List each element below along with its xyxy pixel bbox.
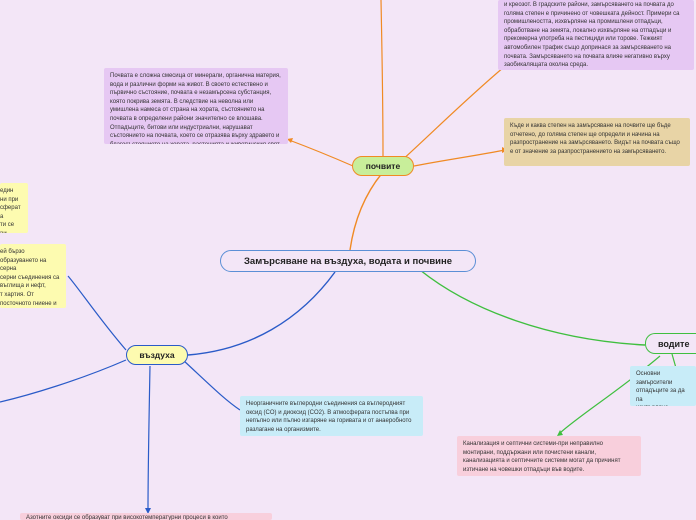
note-soil-top: и креозот. В градските райони, замърсява… bbox=[498, 0, 694, 70]
connector-air-left-mid bbox=[67, 275, 127, 351]
connector-soil-right bbox=[413, 149, 506, 167]
note-water-right: Основни замърсители отпадъците за да па … bbox=[630, 366, 696, 406]
connector-soil-top bbox=[380, 0, 384, 158]
note-air-bottom: Азотните оксиди се образуват при високот… bbox=[20, 513, 272, 520]
connector-water-right bbox=[671, 353, 677, 369]
connector-air-bottom bbox=[147, 365, 151, 511]
note-air-right: Неорганичните въглеродни съединения са в… bbox=[240, 396, 423, 436]
connector-central-air bbox=[187, 271, 336, 356]
central-topic-label: Замърсяване на въздуха, водата и почвине bbox=[243, 255, 453, 267]
connector-air-left-bottom bbox=[0, 359, 127, 403]
connector-central-water bbox=[419, 269, 646, 346]
branch-air-label: въздуха bbox=[139, 350, 175, 360]
note-air-left-top: един ни при сферата ти се ри bbox=[0, 183, 28, 233]
connector-central-soil bbox=[349, 171, 384, 251]
note-air-left-mid: ей бързо образуването на серна серни съе… bbox=[0, 244, 66, 308]
branch-soil[interactable]: почвите bbox=[352, 156, 414, 176]
note-soil-right: Къде и каква степен на замърсяване на по… bbox=[504, 118, 690, 166]
connector-air-right bbox=[182, 359, 241, 411]
note-soil-left: Почвата е сложна смесица от минерали, ор… bbox=[104, 68, 288, 144]
arrow-soil-left bbox=[287, 138, 293, 143]
branch-air[interactable]: въздуха bbox=[126, 345, 188, 365]
branch-soil-label: почвите bbox=[365, 161, 401, 171]
branch-water-label: водите bbox=[658, 338, 690, 349]
note-water-bottom: Канализация и септични системи-при непра… bbox=[457, 436, 641, 476]
arrow-water-bottom bbox=[557, 430, 563, 436]
arrow-air-bottom bbox=[145, 508, 151, 514]
central-topic[interactable]: Замърсяване на въздуха, водата и почвине bbox=[220, 250, 476, 272]
connector-soil-upper bbox=[399, 61, 511, 163]
connector-soil-left bbox=[288, 139, 354, 167]
branch-water[interactable]: водите bbox=[645, 333, 696, 354]
